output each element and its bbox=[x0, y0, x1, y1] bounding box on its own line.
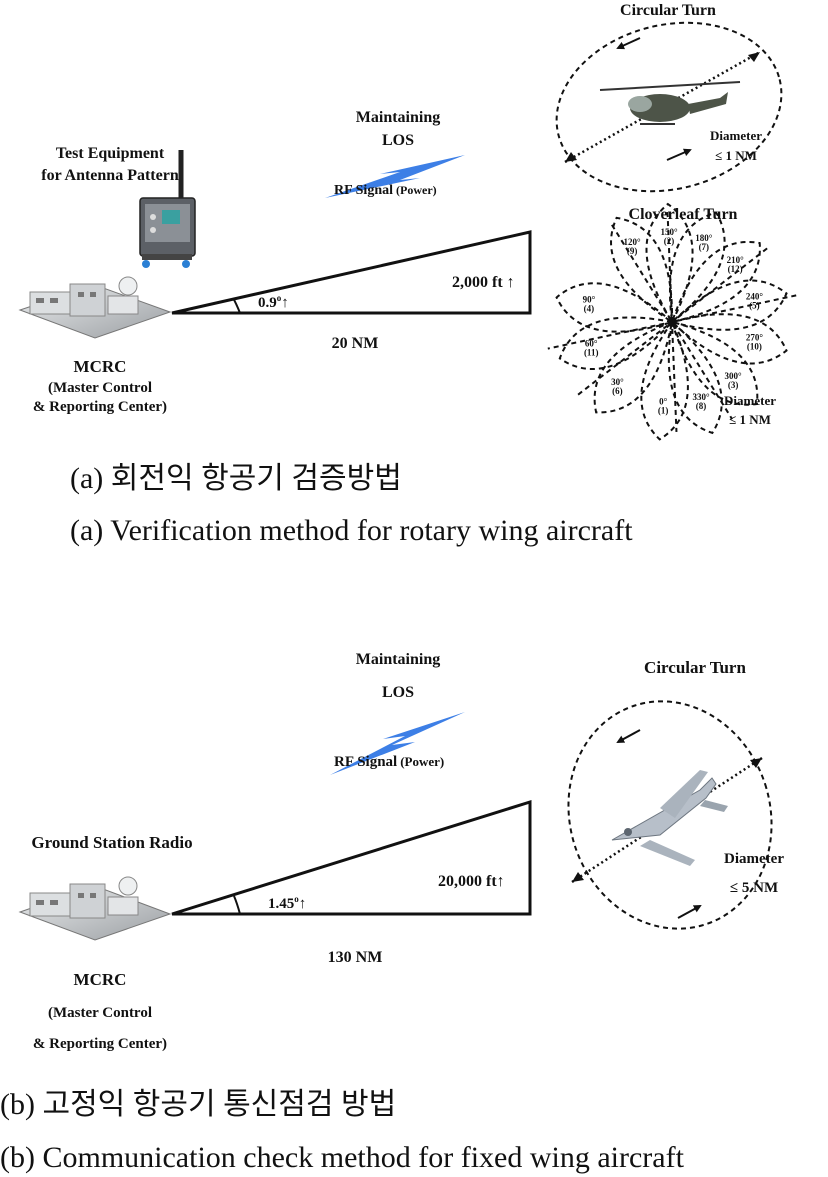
distance-label-a: 20 NM bbox=[332, 335, 379, 352]
caption-b-korean: (b) 고정익 항공기 통신점검 방법 bbox=[0, 1088, 396, 1121]
circular-turn-label-a: Circular Turn bbox=[620, 2, 716, 19]
mcrc-full-b-1: (Master Control bbox=[48, 1005, 152, 1021]
mcrc-full-a-1: (Master Control bbox=[48, 380, 152, 396]
clover-heading-num: (4) bbox=[584, 303, 595, 313]
cloverleaf-diagram: 120°(9)150°(2)180°(7)210°(12)240°(5)270°… bbox=[547, 202, 797, 441]
los-label-b: LOS bbox=[382, 684, 414, 701]
clover-heading-num: (10) bbox=[747, 342, 762, 352]
test-equipment-label-1: Test Equipment bbox=[56, 145, 165, 162]
clover-heading-deg: 0° bbox=[659, 396, 668, 406]
mcrc-building-icon bbox=[18, 276, 172, 339]
panel-b: Ground Station Radio MCRC (Master Contro… bbox=[0, 651, 784, 1174]
altitude-label-a: 2,000 ft ↑ bbox=[452, 274, 515, 291]
clover-heading-num: (7) bbox=[699, 242, 710, 252]
diameter-value-b: ≤ 5 NM bbox=[730, 880, 778, 896]
angle-arc-b bbox=[233, 895, 241, 915]
clover-petal bbox=[610, 216, 674, 323]
clover-heading-num: (1) bbox=[658, 405, 669, 415]
angle-label-a: 0.9o↑ bbox=[258, 293, 289, 311]
clover-petal bbox=[671, 279, 788, 331]
clover-heading-deg: 270° bbox=[746, 333, 764, 343]
clover-petal bbox=[667, 321, 723, 435]
altitude-label-b: 20,000 ft↑ bbox=[438, 873, 505, 890]
clover-heading-num: (12) bbox=[728, 264, 743, 274]
clover-petal bbox=[645, 202, 694, 323]
circular-turn-label-b: Circular Turn bbox=[644, 658, 746, 677]
clover-heading-deg: 240° bbox=[746, 291, 764, 301]
caption-b-english: (b) Communication check method for fixed… bbox=[0, 1141, 685, 1174]
caption-a-korean: (a) 회전익 항공기 검증방법 bbox=[70, 462, 402, 495]
test-equipment-icon bbox=[139, 150, 196, 268]
diameter-label-a: Diameter bbox=[710, 128, 762, 143]
caption-a-english: (a) Verification method for rotary wing … bbox=[70, 514, 633, 547]
rf-signal-label-a: RF Signal(Power) bbox=[334, 183, 437, 198]
los-triangle-b bbox=[171, 799, 532, 916]
clover-petal bbox=[558, 316, 673, 370]
clover-crossing-line bbox=[547, 294, 797, 350]
clover-petal bbox=[640, 321, 689, 441]
clover-petal bbox=[671, 240, 761, 323]
clover-heading-num: (11) bbox=[584, 347, 599, 357]
angle-label-b: 1.45o↑ bbox=[268, 894, 306, 912]
turn-path-a bbox=[555, 21, 783, 193]
mcrc-full-a-2: & Reporting Center) bbox=[33, 399, 167, 415]
clover-petal bbox=[671, 321, 759, 406]
turn-path-b bbox=[567, 700, 773, 930]
clover-heading-deg: 300° bbox=[725, 371, 743, 381]
los-triangle-a bbox=[171, 230, 532, 315]
distance-label-b: 130 NM bbox=[328, 949, 383, 966]
los-label-a: LOS bbox=[382, 132, 414, 149]
clover-diameter-value: ≤ 1 NM bbox=[729, 412, 771, 427]
clover-petal bbox=[593, 321, 673, 414]
rf-lightning-icon bbox=[325, 155, 465, 198]
clover-petal bbox=[671, 313, 788, 365]
helicopter-icon bbox=[599, 81, 741, 125]
clover-heading-deg: 330° bbox=[693, 392, 711, 402]
mcrc-building-icon-b bbox=[18, 876, 172, 941]
angle-arc-a bbox=[232, 297, 241, 314]
diameter-label-b: Diameter bbox=[724, 851, 784, 867]
clover-heading-num: (5) bbox=[749, 300, 760, 310]
ground-station-label: Ground Station Radio bbox=[31, 833, 192, 852]
clover-heading-deg: 210° bbox=[727, 255, 745, 265]
maintaining-label-a: Maintaining bbox=[356, 109, 440, 126]
clover-heading-deg: 90° bbox=[583, 294, 596, 304]
clover-petal bbox=[555, 282, 673, 333]
mcrc-full-b-2: & Reporting Center) bbox=[33, 1036, 167, 1052]
panel-a: Test Equipment for Antenna Pattern MCRC bbox=[18, 2, 797, 547]
clover-heading-deg: 180° bbox=[695, 233, 713, 243]
clover-heading-num: (6) bbox=[612, 386, 623, 396]
rf-lightning-icon-b bbox=[330, 712, 465, 775]
clover-heading-num: (3) bbox=[728, 380, 739, 390]
clover-heading-num: (9) bbox=[627, 246, 638, 256]
rf-signal-label-b: RF Signal(Power) bbox=[334, 754, 444, 770]
fighter-jet-icon bbox=[611, 770, 728, 866]
mcrc-label-b: MCRC bbox=[74, 970, 127, 989]
diameter-value-a: ≤ 1 NM bbox=[715, 148, 757, 163]
clover-heading-num: (8) bbox=[696, 401, 707, 411]
mcrc-label-a: MCRC bbox=[74, 357, 127, 376]
clover-heading-deg: 30° bbox=[611, 377, 624, 387]
clover-crossing-line bbox=[611, 224, 733, 420]
clover-heading-deg: 60° bbox=[585, 338, 598, 348]
clover-heading-deg: 120° bbox=[624, 237, 642, 247]
clover-petal bbox=[668, 211, 726, 323]
test-equipment-label-2: for Antenna Pattern bbox=[41, 167, 179, 184]
clover-diameter-label: Diameter bbox=[724, 393, 776, 408]
maintaining-label-b: Maintaining bbox=[356, 651, 440, 668]
